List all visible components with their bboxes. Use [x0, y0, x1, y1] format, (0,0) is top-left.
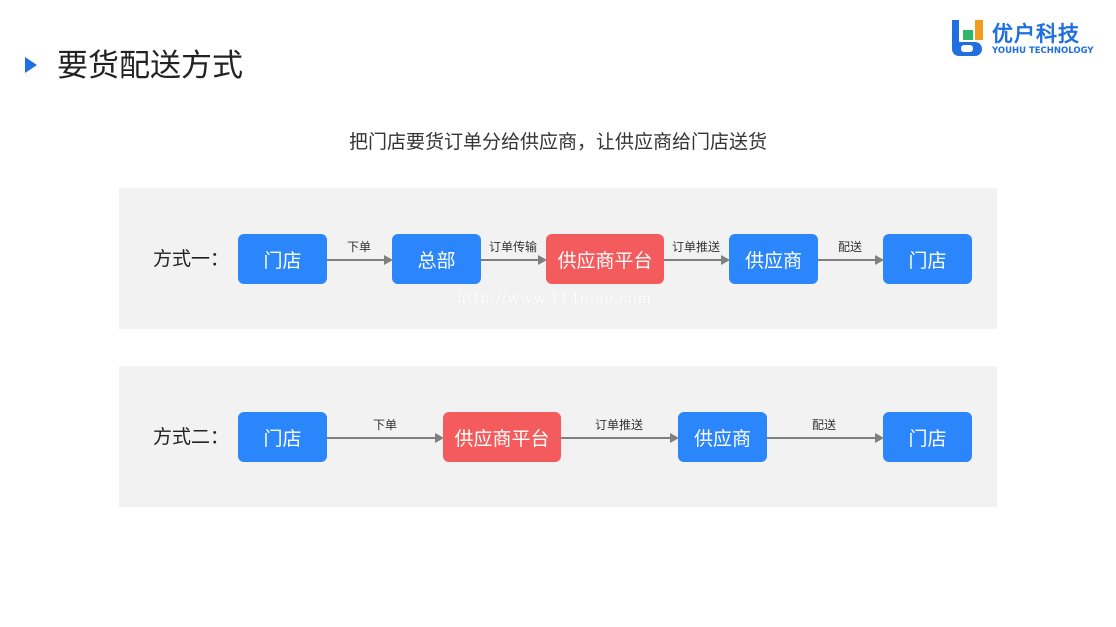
flow-node-store: 门店 [883, 412, 972, 462]
logo-mark-icon [952, 20, 983, 56]
flow-arrow [327, 255, 393, 265]
flow-arrow [767, 433, 884, 443]
flow-edge-label: 订单推送 [671, 240, 721, 254]
flow-arrow [481, 255, 547, 265]
flow-edge-label: 下单 [372, 418, 398, 432]
flow-edge-label: 订单传输 [488, 240, 538, 254]
title-marker-icon [25, 57, 37, 73]
flow-node-store: 门店 [238, 412, 327, 462]
flow-panel-2: 方式二： 门店 下单 供应商平台 订单推送 供应商 配送 门店 [119, 366, 997, 507]
logo-name-en: YOUHU TECHNOLOGY [992, 46, 1094, 56]
flow-node-supplier-platform: 供应商平台 [546, 234, 664, 284]
flow-arrow [561, 433, 679, 443]
flow-node-supplier: 供应商 [729, 234, 818, 284]
flow-node-supplier-platform: 供应商平台 [443, 412, 561, 462]
flow-label: 方式二： [153, 426, 230, 448]
flow-edge-label: 配送 [811, 418, 837, 432]
flow-node-supplier: 供应商 [678, 412, 767, 462]
watermark: http://www.114biao.com [457, 291, 652, 307]
flow-edge-label: 下单 [346, 240, 372, 254]
flow-node-store: 门店 [883, 234, 972, 284]
flow-arrow [327, 433, 444, 443]
flow-arrow [818, 255, 884, 265]
flow-node-headquarters: 总部 [392, 234, 481, 284]
page-title: 要货配送方式 [57, 48, 243, 84]
flow-node-store: 门店 [238, 234, 327, 284]
flow-panel-1: 方式一： 门店 下单 总部 订单传输 供应商平台 订单推送 供应商 配送 门店 [119, 188, 997, 329]
flow-edge-label: 订单推送 [594, 418, 644, 432]
flow-label: 方式一： [153, 248, 230, 270]
flow-arrow [664, 255, 730, 265]
flow-edge-label: 配送 [837, 240, 863, 254]
logo-name-cn: 优户科技 [992, 22, 1080, 46]
diagram-subtitle: 把门店要货订单分给供应商，让供应商给门店送货 [348, 131, 767, 153]
company-logo: 优户科技 YOUHU TECHNOLOGY [952, 18, 1112, 62]
